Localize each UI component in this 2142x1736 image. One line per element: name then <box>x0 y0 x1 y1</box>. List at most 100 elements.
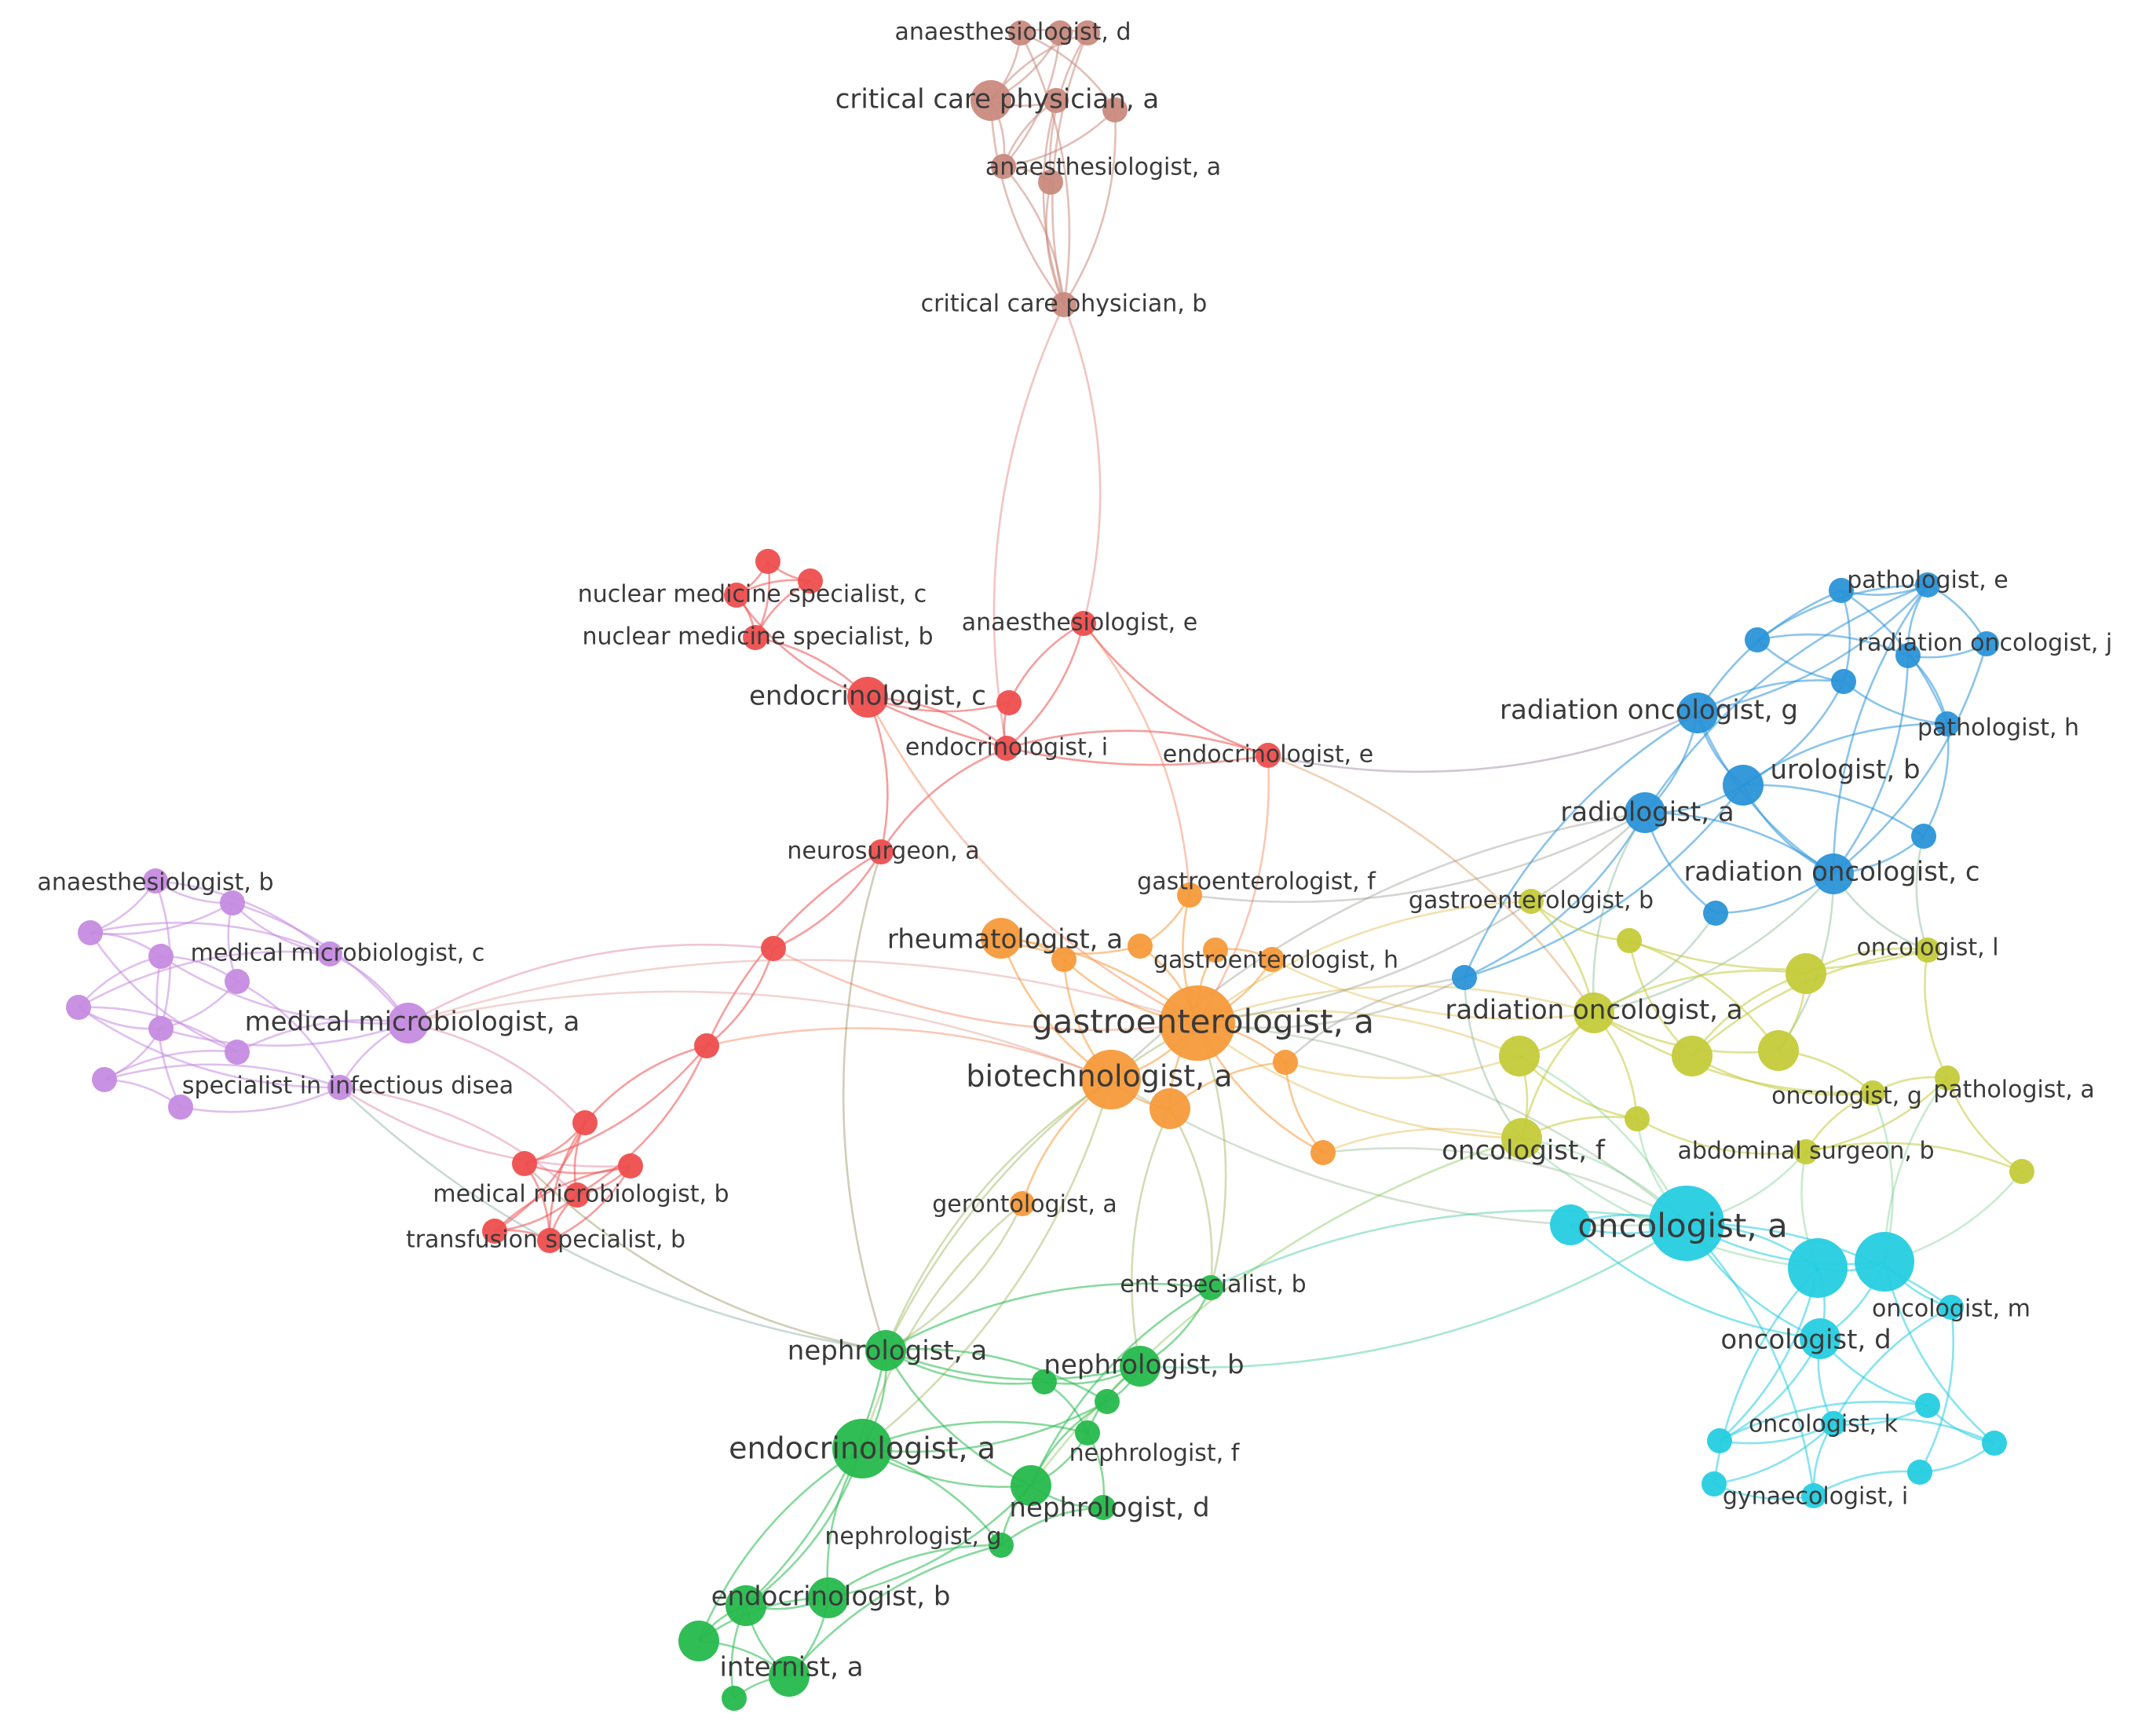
node-label-gyn-i[interactable]: gynaecologist, i <box>1723 1483 1908 1511</box>
node-label-mmb-a[interactable]: medical microbiologist, a <box>245 1007 580 1038</box>
node-rd8[interactable] <box>618 1153 643 1179</box>
node-sid[interactable] <box>327 1075 353 1100</box>
node-anest-b[interactable] <box>143 868 168 894</box>
node-cy3[interactable] <box>1550 1204 1591 1245</box>
node-label-neuro-a[interactable]: neurosurgeon, a <box>787 838 979 865</box>
node-bl7[interactable] <box>1974 631 1999 656</box>
node-uro-b[interactable] <box>1723 765 1764 806</box>
node-label-gastro-a[interactable]: gastroenterologist, a <box>1032 1003 1374 1041</box>
node-anest-e[interactable] <box>1071 611 1096 636</box>
node-gr6[interactable] <box>722 1686 747 1711</box>
node-label-onc-l[interactable]: oncologist, l <box>1856 934 1998 962</box>
node-label-onc-g[interactable]: oncologist, g <box>1771 1083 1922 1110</box>
node-path-h[interactable] <box>1935 711 1960 736</box>
node-label-onc-k[interactable]: oncologist, k <box>1749 1411 1899 1438</box>
node-abd-surg-b[interactable] <box>1793 1139 1819 1164</box>
node-label-sid[interactable]: specialist in infectious disea <box>182 1073 514 1100</box>
node-rd4[interactable] <box>761 936 786 961</box>
node-nephro-a[interactable] <box>865 1330 906 1371</box>
node-label-rad-onc-j[interactable]: radiation oncologist, j <box>1858 630 2113 657</box>
node-label-ccp-a[interactable]: critical care physician, a <box>835 84 1160 115</box>
node-label-mmb-c[interactable]: medical microbiologist, c <box>191 940 485 967</box>
node-ye6[interactable] <box>2009 1159 2034 1184</box>
node-pu2[interactable] <box>220 890 245 916</box>
node-rd3[interactable] <box>996 690 1022 715</box>
node-bl6[interactable] <box>1911 824 1936 849</box>
node-cy1[interactable] <box>1788 1238 1848 1298</box>
node-ye1[interactable] <box>1499 1036 1540 1076</box>
node-label-endo-e[interactable]: endocrinologist, e <box>1163 741 1373 769</box>
node-ccp-a[interactable] <box>970 80 1011 121</box>
node-endo-b[interactable] <box>808 1577 849 1618</box>
node-rd7[interactable] <box>512 1151 537 1176</box>
node-pu4[interactable] <box>225 969 250 994</box>
node-neuro-a[interactable] <box>868 839 894 864</box>
node-radiol-a[interactable] <box>1625 792 1665 833</box>
node-label-rheum-a[interactable]: rheumatologist, a <box>887 924 1123 956</box>
node-rheum-a[interactable] <box>981 918 1022 959</box>
node-geront-a[interactable] <box>1010 1191 1035 1216</box>
node-rad-onc-a[interactable] <box>1574 992 1614 1033</box>
node-path-a[interactable] <box>1935 1065 1960 1091</box>
node-pu5[interactable] <box>66 995 91 1020</box>
node-anest-a[interactable] <box>991 154 1016 179</box>
node-ye2[interactable] <box>1758 1030 1799 1071</box>
node-pu3[interactable] <box>148 944 174 969</box>
node-label-onc-f[interactable]: oncologist, f <box>1442 1135 1606 1167</box>
node-gastro-a[interactable] <box>1160 985 1235 1061</box>
node-label-onc-d[interactable]: oncologist, d <box>1720 1325 1891 1356</box>
node-br3[interactable] <box>1044 88 1069 113</box>
node-nms-b[interactable] <box>743 625 768 650</box>
node-bl1[interactable] <box>1452 965 1477 990</box>
node-label-gastro-b[interactable]: gastroenterologist, b <box>1409 887 1654 915</box>
node-label-radiol-a[interactable]: radiologist, a <box>1560 797 1734 828</box>
node-path-e[interactable] <box>1915 572 1940 598</box>
node-or1[interactable] <box>1051 947 1076 972</box>
node-endo-e[interactable] <box>1256 743 1281 768</box>
node-pu9[interactable] <box>168 1095 193 1120</box>
node-pu1[interactable] <box>78 920 103 945</box>
node-br1[interactable] <box>1008 20 1033 46</box>
node-rd2[interactable] <box>798 568 823 594</box>
node-endo-i[interactable] <box>994 736 1019 761</box>
node-ye5[interactable] <box>1625 1106 1650 1131</box>
node-cy2[interactable] <box>1855 1232 1914 1292</box>
node-rd5[interactable] <box>694 1033 719 1058</box>
node-gr5[interactable] <box>1091 1495 1116 1520</box>
node-label-nms-c[interactable]: nuclear medicine specialist, c <box>578 581 927 609</box>
node-label-geront-a[interactable]: gerontologist, a <box>932 1191 1117 1219</box>
node-mmb-b[interactable] <box>565 1182 590 1208</box>
node-br5[interactable] <box>1038 170 1063 195</box>
node-cy6[interactable] <box>1982 1431 2007 1456</box>
node-label-abd-surg-b[interactable]: abdominal surgeon, b <box>1677 1138 1934 1165</box>
node-or6[interactable] <box>1310 1140 1336 1165</box>
node-label-rad-onc-a[interactable]: radiation oncologist, a <box>1445 995 1742 1026</box>
node-label-endo-i[interactable]: endocrinologist, i <box>905 734 1108 762</box>
node-label-path-a[interactable]: pathologist, a <box>1933 1076 2094 1104</box>
node-rad-onc-j[interactable] <box>1895 643 1921 668</box>
node-mmb-c[interactable] <box>317 941 342 967</box>
node-endo-a[interactable] <box>832 1419 892 1478</box>
node-rad-onc-g[interactable] <box>1677 693 1718 733</box>
node-bl4[interactable] <box>1831 669 1856 694</box>
node-gr4[interactable] <box>678 1621 719 1661</box>
node-or4[interactable] <box>1150 1088 1190 1129</box>
node-label-gastro-h[interactable]: gastroenterologist, h <box>1153 947 1398 974</box>
node-onc-g[interactable] <box>1860 1080 1885 1106</box>
node-br4[interactable] <box>1102 97 1128 122</box>
node-pu6[interactable] <box>148 1016 174 1041</box>
node-label-biotech-a[interactable]: biotechnologist, a <box>966 1059 1232 1094</box>
node-label-onc-a[interactable]: oncologist, a <box>1577 1207 1788 1245</box>
node-onc-f[interactable] <box>1501 1118 1542 1159</box>
node-label-endo-b[interactable]: endocrinologist, b <box>711 1581 951 1613</box>
node-onc-k[interactable] <box>1821 1411 1846 1436</box>
node-label-anest-d[interactable]: anaesthesiologist, d <box>895 19 1131 46</box>
node-ccp-b[interactable] <box>1051 292 1076 317</box>
node-label-nephro-d[interactable]: nephrologist, d <box>1009 1493 1209 1524</box>
node-onc-m[interactable] <box>1939 1295 1964 1320</box>
node-label-mmb-b[interactable]: medical microbiologist, b <box>433 1181 729 1208</box>
node-label-path-h[interactable]: pathologist, h <box>1917 715 2079 742</box>
node-gr1[interactable] <box>1032 1369 1057 1394</box>
node-label-ccp-b[interactable]: critical care physician, b <box>921 291 1208 318</box>
node-nephro-f[interactable] <box>1075 1420 1100 1445</box>
